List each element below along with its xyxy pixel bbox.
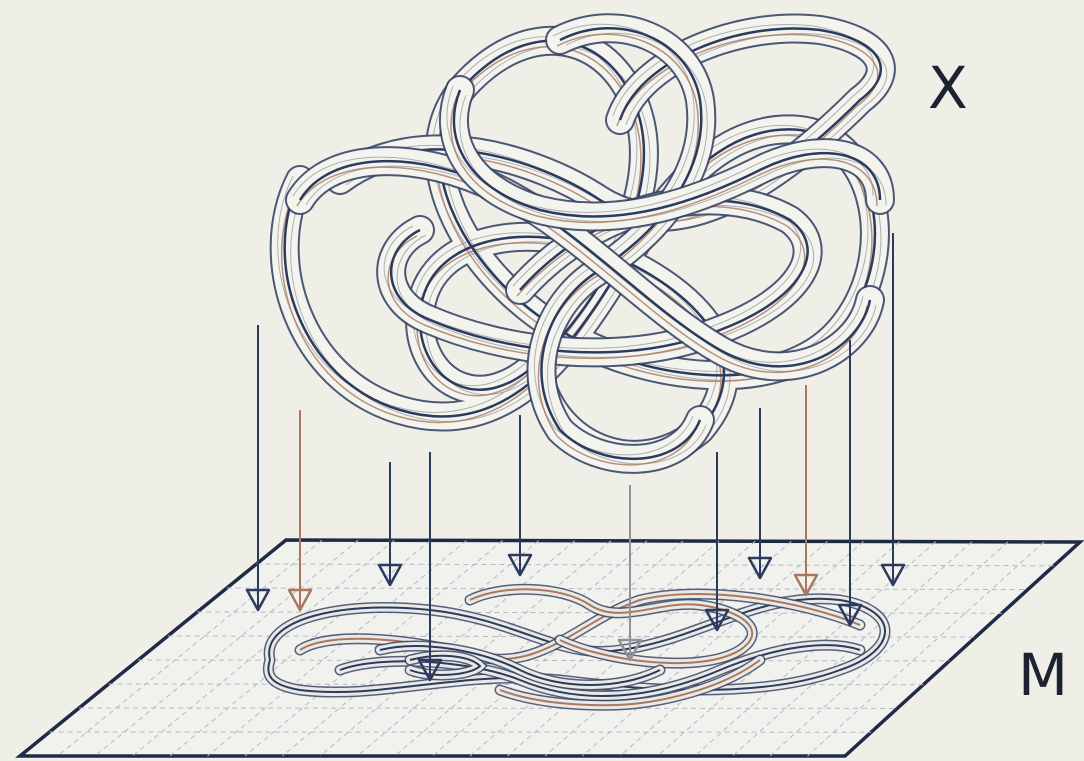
- label-base-space: M: [1018, 641, 1068, 709]
- knotted-tube: [278, 24, 887, 465]
- label-total-space: X: [928, 54, 968, 122]
